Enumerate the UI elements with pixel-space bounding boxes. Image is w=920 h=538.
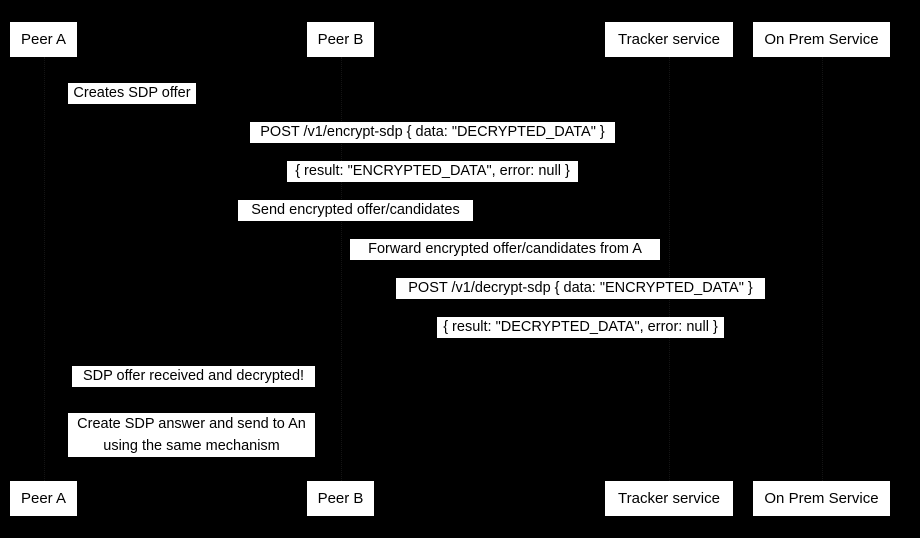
participant-header-on-prem-service[interactable]: On Prem Service (753, 22, 890, 57)
participant-header-peer-a[interactable]: Peer A (10, 22, 77, 57)
message-post-decrypt-sdp: POST /v1/decrypt-sdp { data: "ENCRYPTED_… (396, 278, 765, 299)
lifeline-tracker-service (669, 57, 670, 481)
message-forward-encrypted-offer: Forward encrypted offer/candidates from … (350, 239, 660, 260)
participant-footer-tracker-service[interactable]: Tracker service (605, 481, 733, 516)
participant-footer-peer-b[interactable]: Peer B (307, 481, 374, 516)
message-encrypt-sdp-result: { result: "ENCRYPTED_DATA", error: null … (287, 161, 578, 182)
participant-header-tracker-service[interactable]: Tracker service (605, 22, 733, 57)
message-decrypt-sdp-result: { result: "DECRYPTED_DATA", error: null … (437, 317, 724, 338)
message-sdp-offer-received: SDP offer received and decrypted! (72, 366, 315, 387)
message-send-encrypted-offer: Send encrypted offer/candidates (238, 200, 473, 221)
lifeline-peer-a (43, 57, 45, 481)
participant-header-peer-b[interactable]: Peer B (307, 22, 374, 57)
participant-footer-peer-a[interactable]: Peer A (10, 481, 77, 516)
note-create-sdp-answer: Create SDP answer and send to An using t… (68, 413, 315, 457)
note-line-1: Create SDP answer and send to An (77, 416, 306, 432)
lifeline-peer-b (340, 57, 342, 481)
message-creates-sdp-offer: Creates SDP offer (68, 83, 196, 104)
lifeline-on-prem-service (821, 57, 823, 481)
participant-footer-on-prem-service[interactable]: On Prem Service (753, 481, 890, 516)
note-line-2: using the same mechanism (103, 438, 280, 454)
message-post-encrypt-sdp: POST /v1/encrypt-sdp { data: "DECRYPTED_… (250, 122, 615, 143)
